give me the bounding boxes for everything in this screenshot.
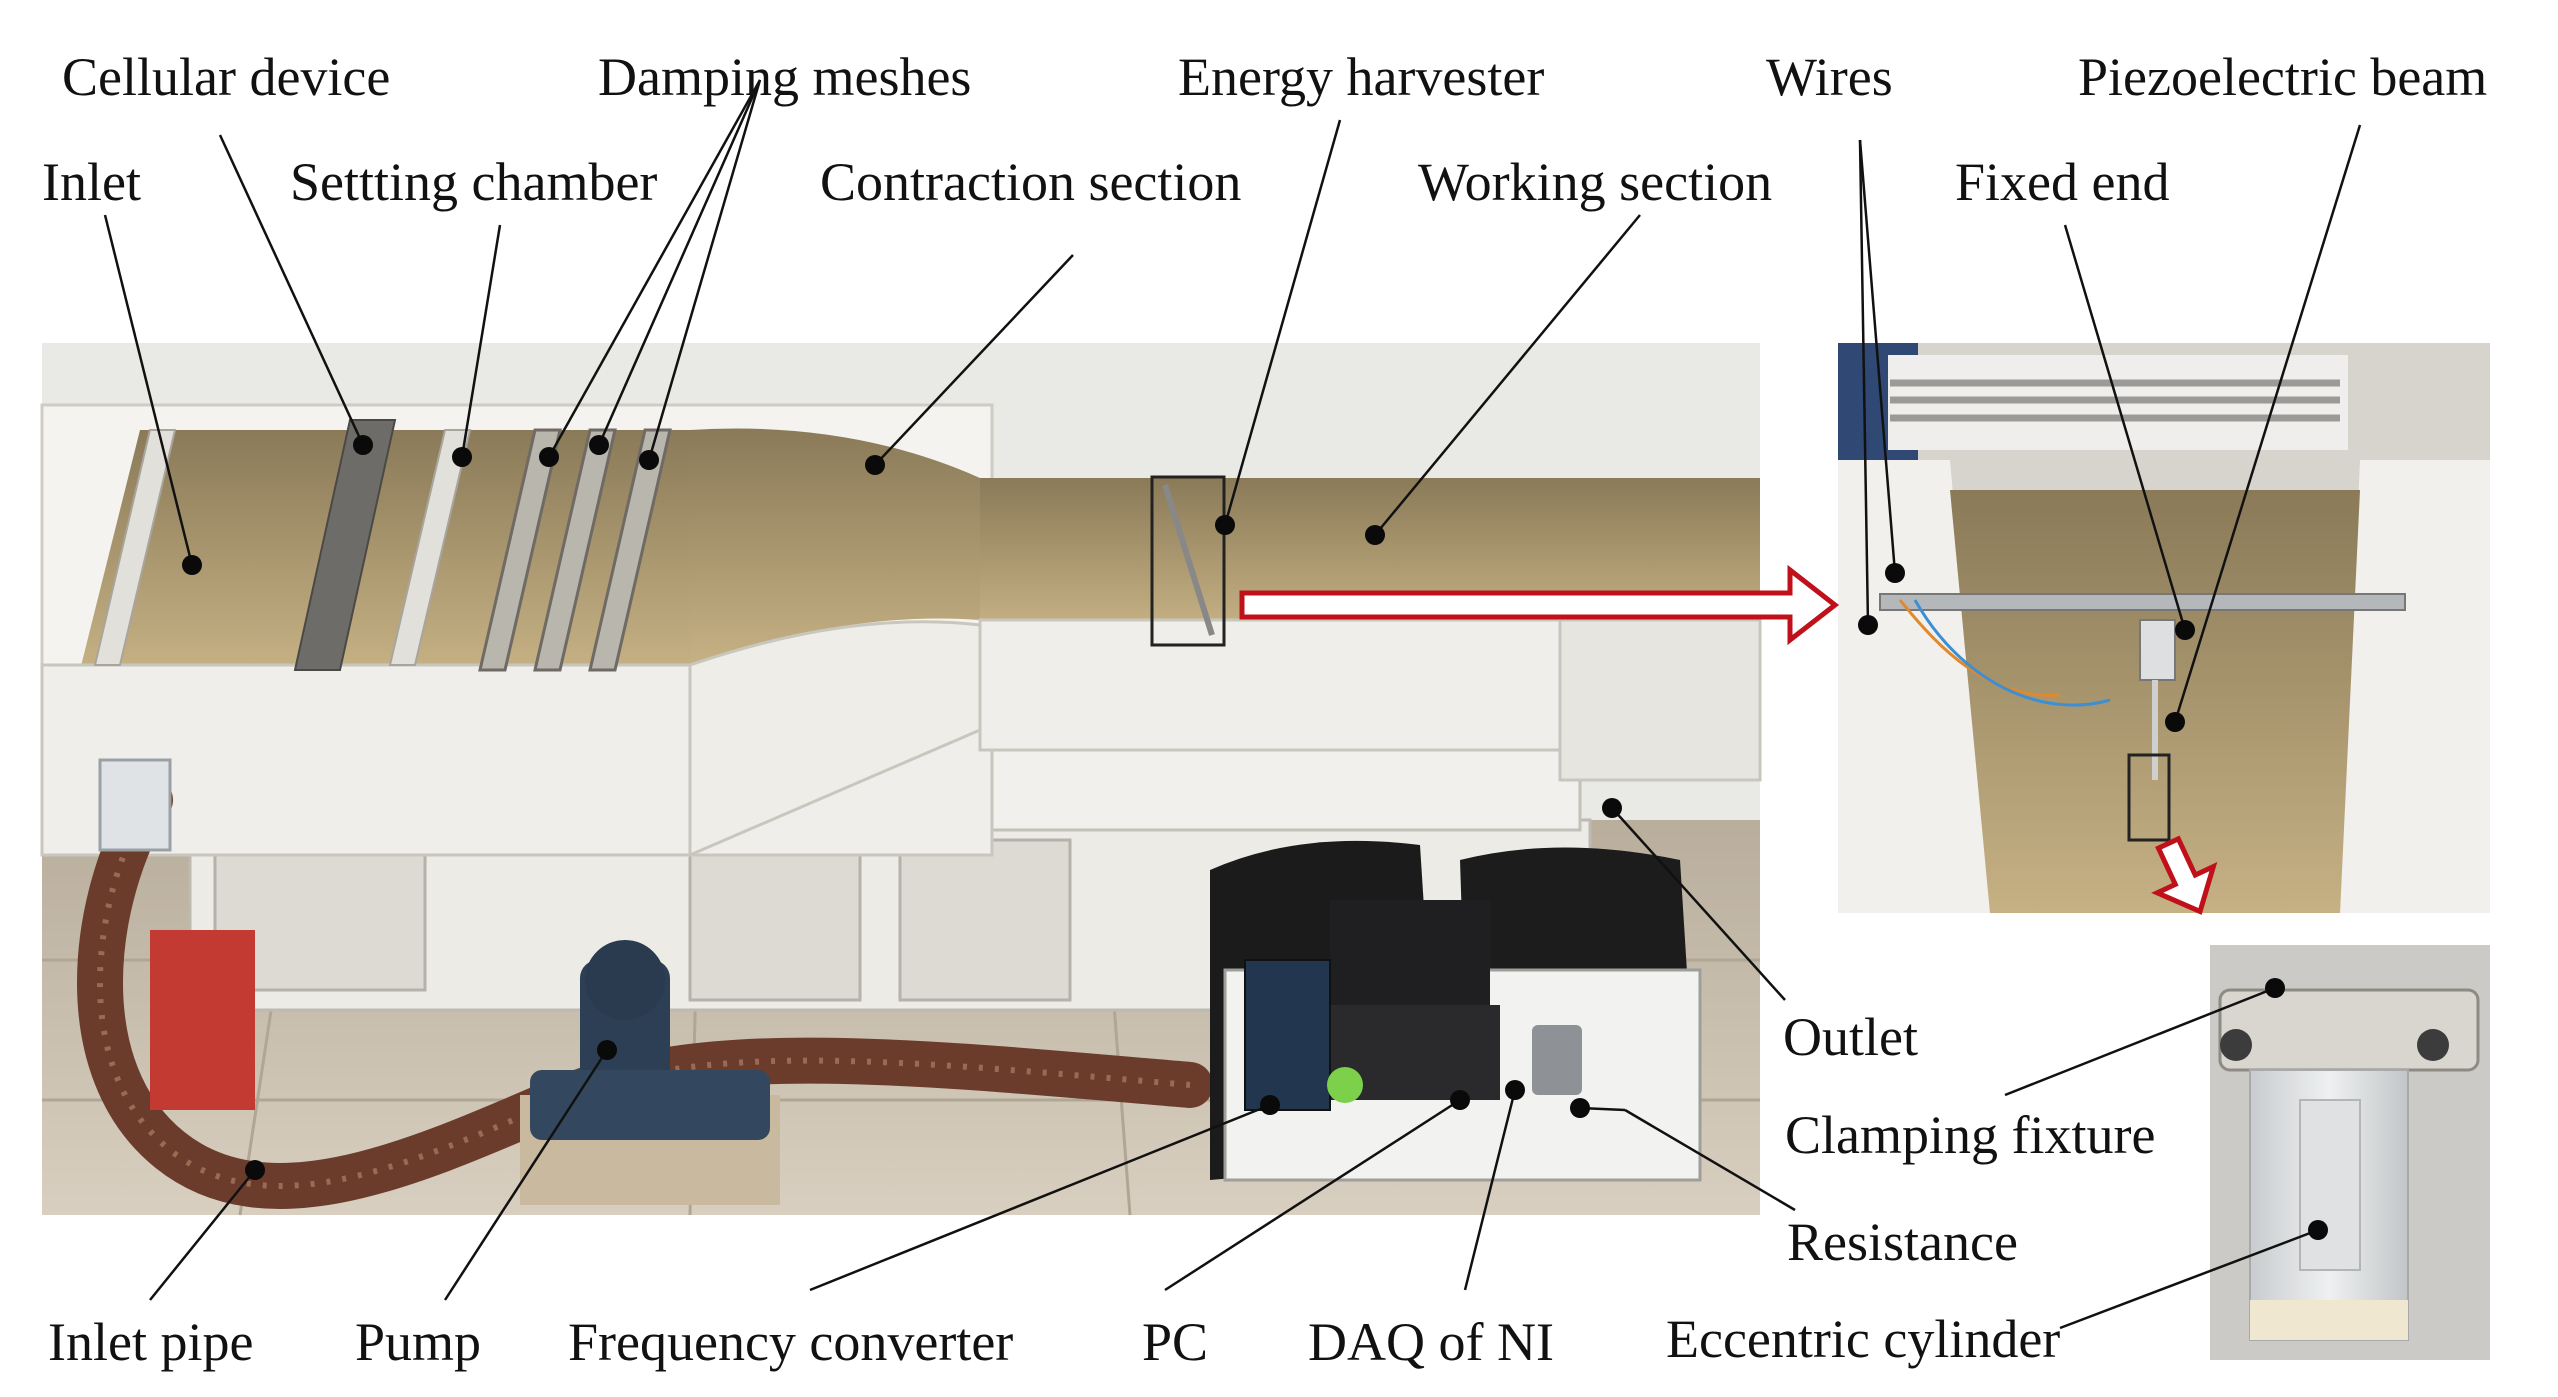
label-eccentric-cylinder: Eccentric cylinder (1666, 1309, 2061, 1369)
inset-photo-harvester (1838, 343, 2490, 913)
main-photo (40, 343, 1762, 1216)
inset-photo-cylinder (2210, 945, 2490, 1360)
label-pc: PC (1142, 1312, 1209, 1372)
label-wires: Wires (1766, 47, 1893, 107)
label-settling-chamber: Settting chamber (290, 152, 658, 212)
label-fixed-end: Fixed end (1955, 152, 2170, 212)
leader-dots (182, 435, 2328, 1240)
red-arrows (1239, 564, 2218, 915)
label-damping-meshes: Damping meshes (598, 47, 972, 107)
label-pump: Pump (355, 1312, 482, 1372)
label-frequency-converter: Frequency converter (568, 1312, 1014, 1372)
arrow-right-red (1239, 564, 1840, 646)
label-clamping-fixture: Clamping fixture (1785, 1105, 2156, 1165)
label-resistance: Resistance (1787, 1212, 2018, 1272)
label-cellular-device: Cellular device (62, 47, 391, 107)
label-inlet: Inlet (42, 152, 141, 212)
label-daq-of-ni: DAQ of NI (1308, 1312, 1554, 1372)
arrow-down-red (2151, 835, 2218, 915)
pump-graphic (520, 940, 780, 1205)
label-piezoelectric-beam: Piezoelectric beam (2078, 47, 2488, 107)
label-outlet: Outlet (1783, 1007, 1918, 1067)
label-contraction-section: Contraction section (820, 152, 1242, 212)
label-inlet-pipe: Inlet pipe (48, 1312, 254, 1372)
label-energy-harvester: Energy harvester (1178, 47, 1545, 107)
label-working-section: Working section (1418, 152, 1773, 212)
leader-lines (103, 79, 2362, 1330)
